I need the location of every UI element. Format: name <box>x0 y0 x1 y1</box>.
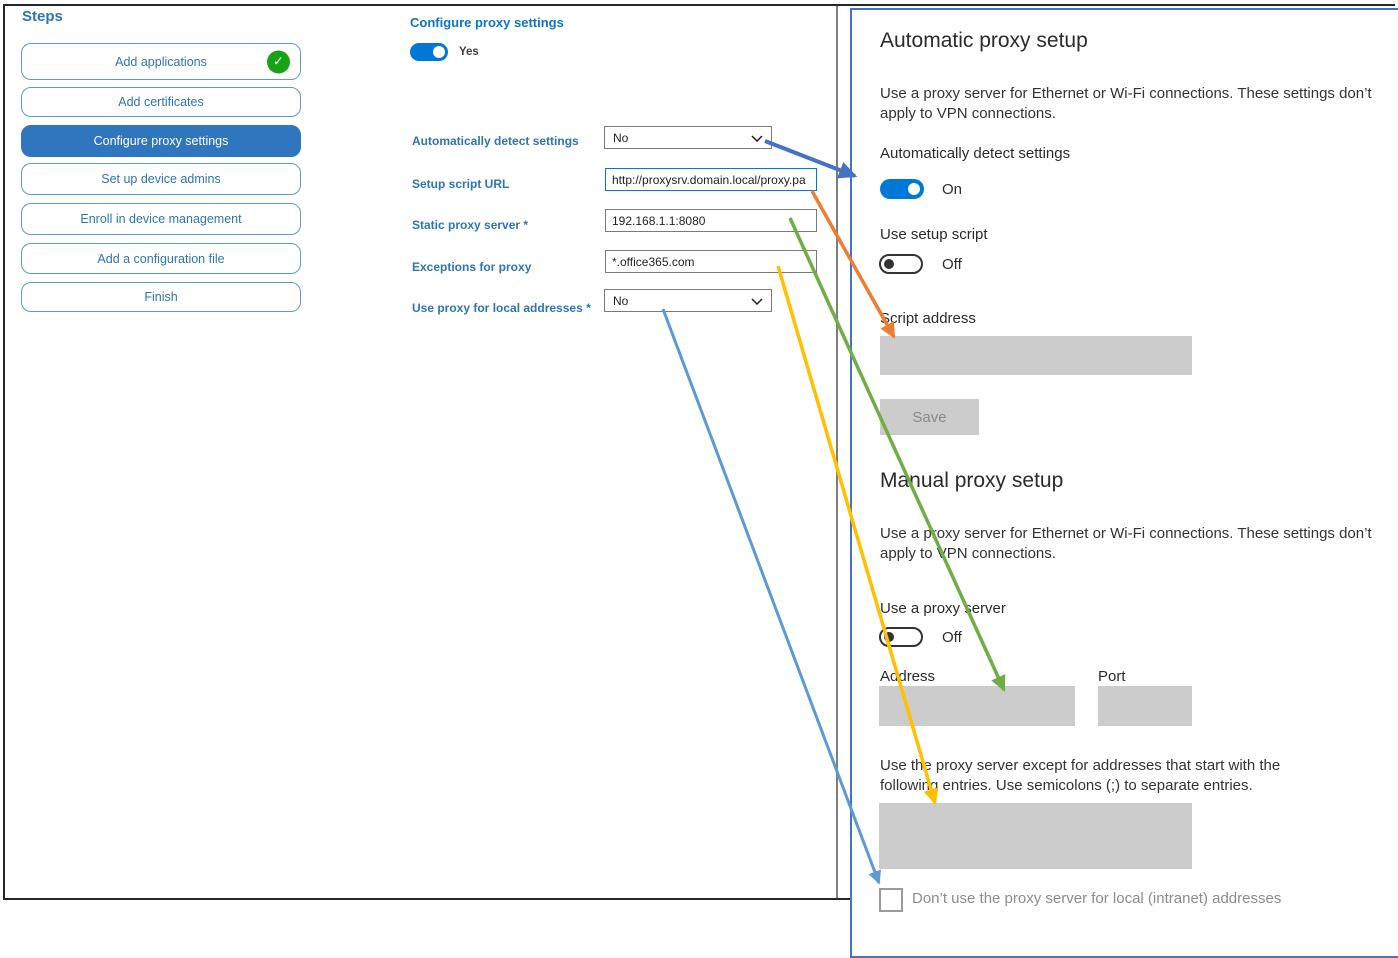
automatic-proxy-setup-heading: Automatic proxy setup <box>880 29 1088 52</box>
script-address-label: Script address <box>880 310 976 327</box>
manual-proxy-description: Use a proxy server for Ethernet or Wi-Fi… <box>880 525 1372 562</box>
static-proxy-server-input[interactable] <box>605 209 817 232</box>
dropdown-value: No <box>613 293 629 308</box>
use-a-proxy-server-label: Use a proxy server <box>880 600 1006 617</box>
label-use-proxy-for-local-addresses: Use proxy for local addresses * <box>412 301 591 315</box>
use-setup-script-toggle[interactable] <box>879 254 923 274</box>
configure-proxy-toggle[interactable] <box>410 43 448 61</box>
port-label: Port <box>1098 668 1126 685</box>
page-title: Configure proxy settings <box>410 15 564 30</box>
use-setup-script-label: Use setup script <box>880 226 988 243</box>
dropdown-value: No <box>613 130 629 145</box>
screenshot-frame-top <box>3 4 1395 6</box>
screenshot-frame-left <box>3 4 5 900</box>
auto-detect-settings-state: On <box>942 181 963 198</box>
proxy-exceptions-help-text: Use the proxy server except for addresse… <box>880 757 1281 794</box>
step-finish[interactable]: Finish <box>21 282 301 312</box>
use-proxy-for-local-addresses-dropdown[interactable]: No <box>604 289 772 312</box>
chevron-down-icon <box>751 135 763 142</box>
label-setup-script-url: Setup script URL <box>412 177 510 191</box>
toggle-knob <box>908 183 920 195</box>
label-automatically-detect-settings: Automatically detect settings <box>412 134 579 148</box>
setup-script-url-input[interactable] <box>605 168 817 191</box>
step-set-up-device-admins[interactable]: Set up device admins <box>21 163 301 195</box>
label-exceptions-for-proxy: Exceptions for proxy <box>412 260 532 274</box>
manual-proxy-setup-heading: Manual proxy setup <box>880 469 1064 492</box>
step-label: Add applications <box>115 54 207 69</box>
step-add-certificates[interactable]: Add certificates <box>21 87 301 117</box>
proxy-exceptions-textarea[interactable] <box>879 803 1192 869</box>
step-label: Finish <box>144 290 178 304</box>
steps-panel-title: Steps <box>22 8 63 25</box>
step-add-applications[interactable]: Add applications ✓ <box>21 43 301 80</box>
local-addresses-checkbox[interactable] <box>879 888 903 912</box>
step-label: Set up device admins <box>101 172 221 186</box>
chevron-down-icon <box>751 298 763 305</box>
screenshot-frame-bottom <box>3 898 1395 900</box>
completed-check-icon: ✓ <box>267 50 290 73</box>
step-label: Enroll in device management <box>80 212 242 226</box>
automatic-proxy-description: Use a proxy server for Ethernet or Wi-Fi… <box>880 85 1372 122</box>
step-label: Add a configuration file <box>97 251 225 266</box>
address-input[interactable] <box>879 686 1075 726</box>
automatically-detect-settings-dropdown[interactable]: No <box>604 126 772 149</box>
toggle-knob <box>433 46 445 58</box>
vertical-divider <box>836 6 838 898</box>
step-label: Configure proxy settings <box>93 134 229 148</box>
use-a-proxy-server-state: Off <box>942 629 962 646</box>
auto-detect-settings-label: Automatically detect settings <box>880 145 1071 162</box>
step-label: Add certificates <box>118 95 204 109</box>
windows-settings-proxy-panel: Automatic proxy setup Use a proxy server… <box>850 8 1398 958</box>
save-button[interactable]: Save <box>880 399 979 435</box>
step-add-a-configuration-file[interactable]: Add a configuration file <box>21 243 301 274</box>
toggle-knob <box>884 259 894 269</box>
step-enroll-in-device-management[interactable]: Enroll in device management <box>21 203 301 235</box>
auto-detect-settings-toggle[interactable] <box>880 179 924 199</box>
use-setup-script-state: Off <box>942 256 962 273</box>
configure-proxy-toggle-label: Yes <box>459 46 479 58</box>
local-addresses-checkbox-label: Don’t use the proxy server for local (in… <box>912 890 1282 907</box>
local-addresses-arrow <box>661 308 881 885</box>
label-static-proxy-server: Static proxy server * <box>412 218 529 232</box>
toggle-knob <box>884 632 894 642</box>
address-label: Address <box>880 668 936 685</box>
exceptions-for-proxy-input[interactable] <box>605 250 817 273</box>
script-address-input[interactable] <box>880 336 1192 375</box>
port-input[interactable] <box>1098 686 1192 726</box>
step-configure-proxy-settings[interactable]: Configure proxy settings <box>21 125 301 157</box>
use-a-proxy-server-toggle[interactable] <box>879 627 923 647</box>
